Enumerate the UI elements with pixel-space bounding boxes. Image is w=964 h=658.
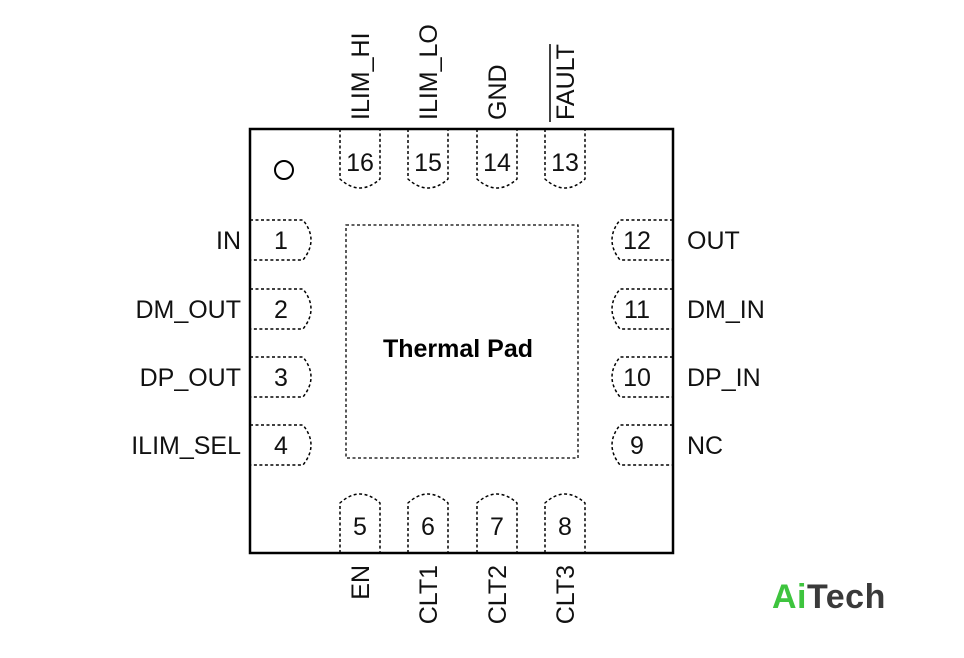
pin-pad-outline <box>339 493 381 553</box>
pin-number: 1 <box>274 227 288 255</box>
pin-name: DM_OUT <box>135 296 241 324</box>
pin-name: ILIM_LO <box>415 24 443 120</box>
pin-15: 15 ILIM_LO <box>407 24 449 189</box>
pin-number: 11 <box>624 296 650 324</box>
pin-9: 9 NC <box>611 424 723 466</box>
pin-name: DM_IN <box>687 296 765 324</box>
pin-12: 12 OUT <box>611 219 740 261</box>
pins-layer: 1 IN 2 DM_OUT 3 DP_OUT 4 ILIM_SEL 12 OUT 11 DM_IN 10… <box>131 24 765 624</box>
thermal-pad-label: Thermal Pad <box>383 335 533 363</box>
pin-pad-outline <box>476 493 518 553</box>
pin1-indicator-icon <box>274 160 294 180</box>
thermal-pad <box>345 224 579 459</box>
pin-number: 8 <box>558 513 572 541</box>
pin-name: ILIM_SEL <box>131 432 241 460</box>
pin-number: 16 <box>346 149 374 177</box>
pin-name: ILIM_HI <box>347 32 375 120</box>
pin-name: EN <box>347 565 375 600</box>
pin-16: 16 ILIM_HI <box>339 32 381 189</box>
pin-number: 10 <box>623 364 651 392</box>
pin-11: 11 DM_IN <box>611 288 765 330</box>
pin-number: 9 <box>630 432 644 460</box>
pin-name: IN <box>216 227 241 255</box>
pin-number: 6 <box>421 513 435 541</box>
pin-number: 4 <box>274 432 288 460</box>
pin-pad-outline <box>407 493 449 553</box>
pin-name: CLT3 <box>552 565 580 624</box>
pin-name: CLT2 <box>484 565 512 624</box>
pin-5: 5EN <box>339 493 381 600</box>
brand-part-tech: Tech <box>807 578 886 616</box>
brand-part-ai: Ai <box>772 578 807 616</box>
pin-pad-outline <box>544 493 586 553</box>
pin-3: 3 DP_OUT <box>140 356 312 398</box>
pin-name: DP_OUT <box>140 364 241 392</box>
pin-number: 5 <box>353 513 367 541</box>
pin-name: OUT <box>687 227 740 255</box>
pin-1: 1 IN <box>216 219 312 261</box>
pin-name: NC <box>687 432 723 460</box>
pin-number: 12 <box>623 227 651 255</box>
pin-number: 7 <box>490 513 504 541</box>
aitech-logo: AiTech <box>772 578 886 617</box>
pin-10: 10 DP_IN <box>611 356 761 398</box>
pin-pad-outline <box>407 129 449 189</box>
pin-number: 14 <box>483 149 511 177</box>
pin-number: 13 <box>551 149 579 177</box>
pin-number: 15 <box>414 149 442 177</box>
pin-number: 3 <box>274 364 288 392</box>
pin-13: 13 FAULT <box>544 44 586 189</box>
pin-14: 14 GND <box>476 64 518 189</box>
pin-pad-outline <box>339 129 381 189</box>
pin-name: CLT1 <box>415 565 443 624</box>
package-outline <box>248 127 675 555</box>
pin-number: 2 <box>274 296 288 324</box>
pin-name: FAULT <box>552 44 580 120</box>
pin-pad-outline <box>544 129 586 189</box>
pin-pad-outline <box>476 129 518 189</box>
pin-4: 4 ILIM_SEL <box>131 424 312 466</box>
pin-name: GND <box>484 64 512 120</box>
pin-name: DP_IN <box>687 364 761 392</box>
pin-2: 2 DM_OUT <box>135 288 312 330</box>
